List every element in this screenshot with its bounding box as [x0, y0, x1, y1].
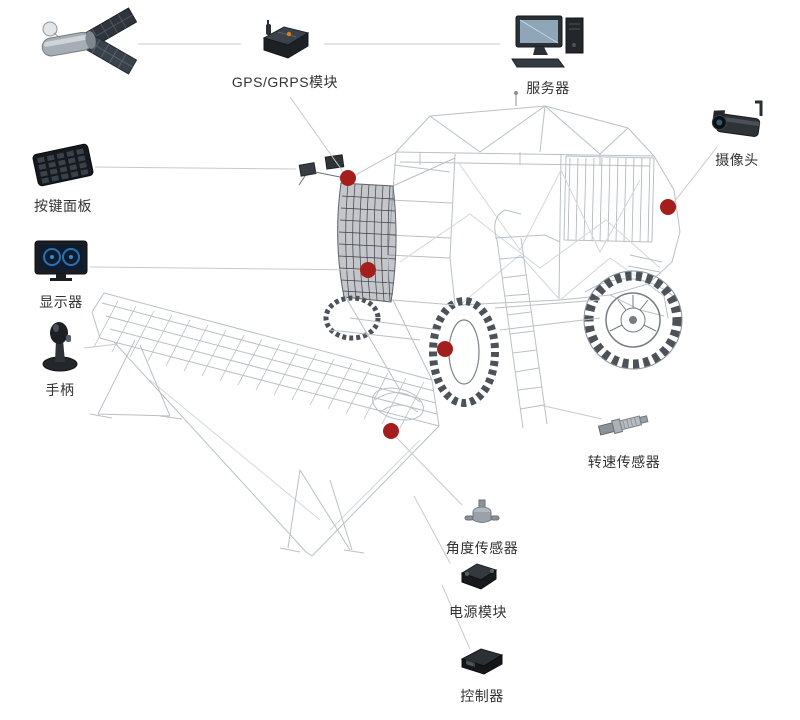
rpm-sensor-icon — [597, 415, 649, 436]
marker-header-location — [383, 423, 399, 439]
angle-sensor-icon — [464, 499, 500, 523]
node-angle-sensor: 角度传感器 — [442, 498, 522, 558]
connector-gps-machine — [289, 96, 347, 177]
joystick-icon — [42, 322, 78, 372]
power-module-icon — [460, 563, 498, 590]
marker-camera-location — [660, 199, 676, 215]
harvester-grille — [337, 182, 397, 303]
node-controller: 控制器 — [440, 642, 524, 706]
harvester-rear-wheel — [583, 270, 683, 370]
harvester-supports — [89, 339, 365, 554]
harvester-ladder — [494, 209, 561, 429]
node-camera: 摄像头 — [698, 98, 776, 170]
harvester-body — [399, 153, 681, 319]
node-display: 显示器 — [28, 238, 94, 312]
connector-power-machine — [413, 495, 451, 564]
keypad-label: 按键面板 — [34, 198, 92, 214]
gps-module-icon — [262, 20, 310, 59]
server-label: 服务器 — [526, 80, 570, 96]
connector-lines — [83, 43, 718, 650]
harvester-art — [89, 91, 683, 557]
connector-controller-machine — [441, 584, 471, 650]
node-keypad: 按键面板 — [24, 142, 102, 216]
gps-module-label: GPS/GRPS模块 — [231, 74, 339, 90]
controller-label: 控制器 — [460, 688, 504, 704]
node-rpm-sensor: 转速传感器 — [578, 406, 670, 472]
display-icon — [34, 240, 88, 281]
controller-icon — [460, 648, 504, 675]
server-icon — [511, 15, 584, 68]
node-server: 服务器 — [500, 12, 596, 98]
harvester-header — [91, 292, 440, 557]
connector-angle-machine — [393, 434, 463, 506]
angle-sensor-label: 角度传感器 — [445, 540, 519, 556]
harvester-front-axle — [323, 295, 421, 341]
harvester-mirrors — [298, 154, 346, 186]
connector-display-machine — [89, 266, 365, 271]
node-gps-module: GPS/GRPS模块 — [225, 18, 345, 92]
node-satellite — [38, 2, 142, 78]
camera-icon — [711, 100, 763, 137]
display-label: 显示器 — [39, 294, 83, 310]
connector-camera-machine — [670, 146, 718, 207]
node-joystick: 手柄 — [32, 318, 88, 400]
node-power-module: 电源模块 — [436, 558, 520, 622]
keypad-icon — [32, 143, 94, 187]
power-module-label: 电源模块 — [449, 604, 507, 620]
location-markers — [340, 170, 676, 439]
marker-display-location — [360, 262, 376, 278]
marker-wheel-location — [437, 341, 453, 357]
harvester-roof — [395, 91, 655, 167]
joystick-label: 手柄 — [45, 382, 75, 398]
harvester-chassis — [349, 255, 601, 331]
marker-gps-location — [340, 170, 356, 186]
connector-joystick-machine — [83, 343, 119, 349]
connector-keypad-machine — [94, 166, 297, 170]
connector-rpm-machine — [539, 404, 603, 420]
rpm-sensor-label: 转速传感器 — [587, 454, 661, 470]
satellite-icon — [41, 7, 138, 75]
camera-label: 摄像头 — [715, 152, 759, 168]
